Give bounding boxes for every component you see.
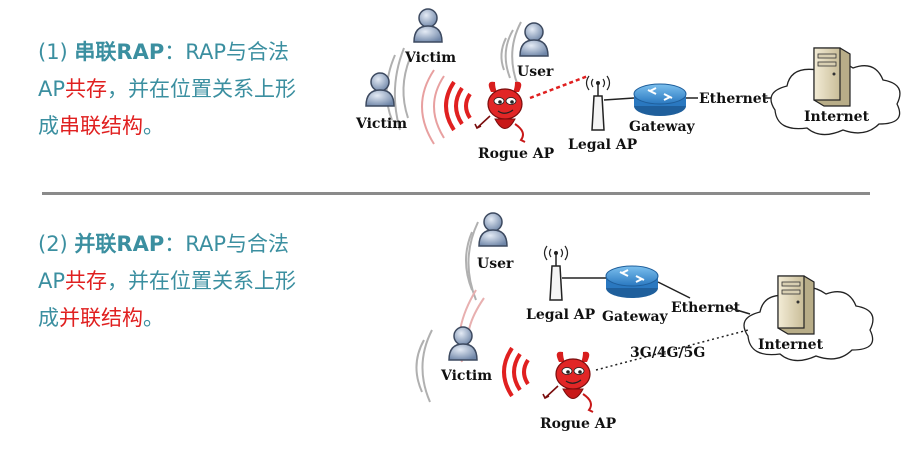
serial-diagram: Victim Victim User Rogue AP Legal AP Gat… <box>355 8 901 162</box>
gateway-label: Gateway <box>602 309 669 325</box>
user-label: User <box>517 64 554 80</box>
gateway-router-icon <box>633 83 687 117</box>
ap-gateway-link <box>603 97 635 101</box>
victim-label: Victim <box>404 50 456 66</box>
parallel-rap-ap: AP <box>38 269 66 293</box>
serial-rap-period: 。 <box>143 114 164 138</box>
user-icon <box>478 212 508 247</box>
parallel-rap-prefix: (2) <box>38 232 75 256</box>
victim-icon <box>365 72 395 107</box>
rogue-signal-arcs <box>502 346 530 398</box>
serial-rap-description: (1) 串联RAP：RAP与合法 AP共存，并在位置关系上形 成串联结构。 <box>38 34 358 145</box>
user-icon <box>519 22 549 57</box>
ethernet-link <box>657 281 691 299</box>
cellular-link-dotted <box>595 329 749 371</box>
serial-rap-line2-rest: ，并在位置关系上形 <box>107 77 297 101</box>
gateway-label: Gateway <box>629 119 696 135</box>
parallel-rap-sep: ：RAP与合法 <box>164 232 290 256</box>
parallel-rap-period: 。 <box>143 306 164 330</box>
victim-icon <box>413 8 443 43</box>
cellular-label: 3G/4G/5G <box>630 345 705 361</box>
signal-arcs-gray <box>415 221 479 403</box>
rogue-ap-label: Rogue AP <box>540 416 617 432</box>
parallel-rap-line2: AP共存，并在位置关系上形 <box>38 263 358 300</box>
rogue-ap-devil-icon <box>542 350 594 413</box>
internet-label: Internet <box>804 109 870 125</box>
serial-rap-coexist: 共存 <box>65 77 108 101</box>
rogue-link-dotted <box>529 74 589 100</box>
parallel-rap-description: (2) 并联RAP：RAP与合法 AP共存，并在位置关系上形 成并联结构。 <box>38 226 358 337</box>
victim-label: Victim <box>440 368 492 384</box>
victim-label: Victim <box>355 116 407 132</box>
legal-ap-icon <box>585 75 611 131</box>
legal-ap-icon <box>543 245 569 301</box>
victim-icon <box>448 326 478 361</box>
serial-rap-ap: AP <box>38 77 66 101</box>
rogue-signal-arcs <box>444 80 472 132</box>
parallel-diagram: User Legal AP Gateway Ethernet Internet … <box>415 212 874 432</box>
ethernet-link <box>729 307 751 315</box>
parallel-rap-line1: (2) 并联RAP：RAP与合法 <box>38 226 358 263</box>
parallel-rap-structure: 并联结构 <box>59 306 143 330</box>
rogue-signal-faint-arcs <box>421 69 445 145</box>
gateway-router-icon <box>605 265 659 299</box>
parallel-rap-title: 并联RAP <box>74 232 165 256</box>
serial-rap-line1: (1) 串联RAP：RAP与合法 <box>38 34 358 71</box>
internet-label: Internet <box>758 337 824 353</box>
rogue-ap-devil-icon <box>474 80 526 143</box>
parallel-rap-coexist: 共存 <box>65 269 108 293</box>
parallel-rap-form: 成 <box>38 306 59 330</box>
rogue-ap-label: Rogue AP <box>478 146 555 162</box>
section-divider <box>42 192 870 195</box>
serial-rap-title: 串联RAP <box>74 40 165 64</box>
legal-ap-label: Legal AP <box>526 307 596 323</box>
serial-rap-structure: 串联结构 <box>59 114 143 138</box>
parallel-rap-line2-rest: ，并在位置关系上形 <box>107 269 297 293</box>
serial-rap-prefix: (1) <box>38 40 75 64</box>
parallel-rap-line3: 成并联结构。 <box>38 300 358 337</box>
legal-ap-label: Legal AP <box>568 137 638 153</box>
serial-rap-sep: ：RAP与合法 <box>164 40 290 64</box>
ethernet-label: Ethernet <box>699 91 769 107</box>
server-icon <box>777 275 815 335</box>
serial-rap-form: 成 <box>38 114 59 138</box>
serial-rap-line3: 成串联结构。 <box>38 108 358 145</box>
server-icon <box>813 47 851 107</box>
user-label: User <box>477 256 514 272</box>
serial-rap-line2: AP共存，并在位置关系上形 <box>38 71 358 108</box>
ethernet-label: Ethernet <box>671 300 741 316</box>
